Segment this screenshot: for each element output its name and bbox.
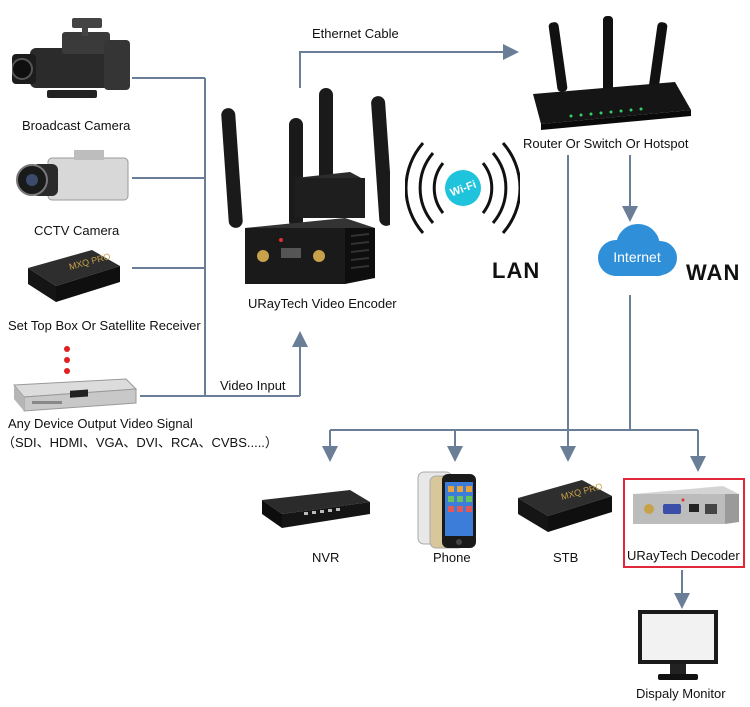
any-device-signals: （SDI、HDMI、VGA、DVI、RCA、CVBS.....） bbox=[2, 435, 278, 450]
cctv-camera-label: CCTV Camera bbox=[34, 223, 120, 238]
set-top-box-label: Set Top Box Or Satellite Receiver bbox=[8, 318, 201, 333]
internet-cloud-icon: Internet bbox=[598, 224, 677, 276]
wire-ethernet-cable bbox=[299, 44, 519, 88]
router-label: Router Or Switch Or Hotspot bbox=[523, 136, 689, 151]
decoder-label: URayTech Decoder bbox=[627, 548, 740, 563]
set-top-box-icon: MXQ PRO bbox=[28, 250, 120, 302]
monitor-label: Dispaly Monitor bbox=[636, 686, 726, 701]
nvr-icon bbox=[262, 490, 370, 528]
cctv-camera-icon bbox=[16, 150, 129, 201]
decoder-icon bbox=[633, 486, 739, 524]
decoder-highlight-box: URayTech Decoder bbox=[623, 478, 745, 568]
more-devices-dots bbox=[64, 346, 70, 374]
lan-label: LAN bbox=[492, 258, 541, 283]
stb-label: STB bbox=[553, 550, 579, 565]
router-icon bbox=[533, 16, 691, 130]
internet-text: Internet bbox=[613, 249, 661, 265]
phone-label: Phone bbox=[433, 550, 471, 565]
any-device-label: Any Device Output Video Signal bbox=[8, 416, 193, 431]
video-input-label: Video Input bbox=[220, 378, 286, 393]
ethernet-cable-label: Ethernet Cable bbox=[312, 26, 399, 41]
phone-icon bbox=[417, 471, 476, 549]
nvr-label: NVR bbox=[312, 550, 340, 565]
video-encoder-icon bbox=[221, 88, 390, 284]
display-monitor-icon bbox=[638, 610, 718, 680]
broadcast-camera-icon bbox=[12, 18, 130, 98]
wifi-signal-icon: Wi-Fi bbox=[405, 142, 520, 234]
wan-label: WAN bbox=[686, 260, 741, 285]
stb-icon: MXQ PRO bbox=[518, 480, 612, 532]
broadcast-camera-label: Broadcast Camera bbox=[22, 118, 131, 133]
encoder-label: URayTech Video Encoder bbox=[248, 296, 397, 311]
dvd-player-icon bbox=[12, 378, 138, 412]
